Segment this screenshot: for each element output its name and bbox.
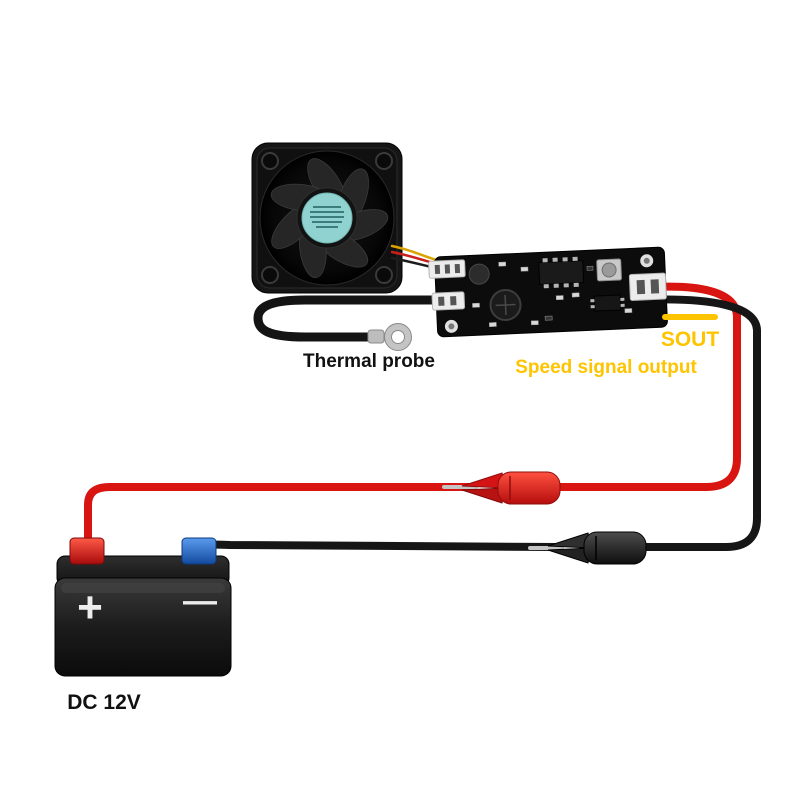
red-wire-battery (84, 483, 476, 552)
fan-screw-holes (261, 152, 393, 284)
battery-plus-symbol: + (77, 583, 103, 632)
probe-crimp-sleeve (367, 329, 385, 344)
battery-terminal-negative (181, 537, 217, 565)
probe-input-connector (431, 291, 466, 311)
black-wire-battery (192, 540, 560, 552)
sout-signal-wire (662, 314, 718, 320)
speed-signal-output-label: Speed signal output (515, 357, 697, 378)
sout-label: SOUT (661, 328, 720, 351)
battery-body (54, 577, 232, 677)
battery-body-highlight (61, 583, 225, 593)
capacitor-vent-cross (495, 294, 516, 316)
black-wire-board (636, 295, 761, 551)
red-wire-board (552, 282, 741, 491)
fan-input-connector (428, 259, 466, 279)
battery-minus-symbol: — (183, 582, 217, 620)
battery-voltage-label: DC 12V (67, 691, 141, 714)
push-button-icon (596, 258, 622, 282)
probe-ring-terminal-icon (384, 323, 412, 351)
smd-components (472, 261, 633, 327)
thermal-probe (253, 295, 453, 351)
red-alligator-clip (442, 471, 561, 505)
thermal-probe-label: Thermal probe (303, 351, 435, 372)
pcb-hole-bottom-left-center (448, 323, 455, 330)
fan-sticker-text-lines (310, 206, 344, 228)
black-clip-boot (583, 531, 647, 565)
black-alligator-clip (528, 531, 647, 565)
probe-ring-hole (391, 330, 405, 344)
cooling-fan (251, 142, 442, 294)
ic-chip-icon (538, 256, 585, 289)
pcb-hole-top-right-center (643, 257, 650, 264)
red-clip-boot (497, 471, 561, 505)
thermal-probe-wire (253, 295, 453, 342)
controller-board (428, 246, 668, 338)
small-ic-icon (590, 294, 625, 312)
power-output-connector (628, 272, 667, 301)
battery-terminal-positive (69, 537, 105, 565)
battery: + — (54, 537, 232, 677)
probe-ring-outline (384, 323, 412, 351)
inductor-icon (468, 263, 490, 285)
